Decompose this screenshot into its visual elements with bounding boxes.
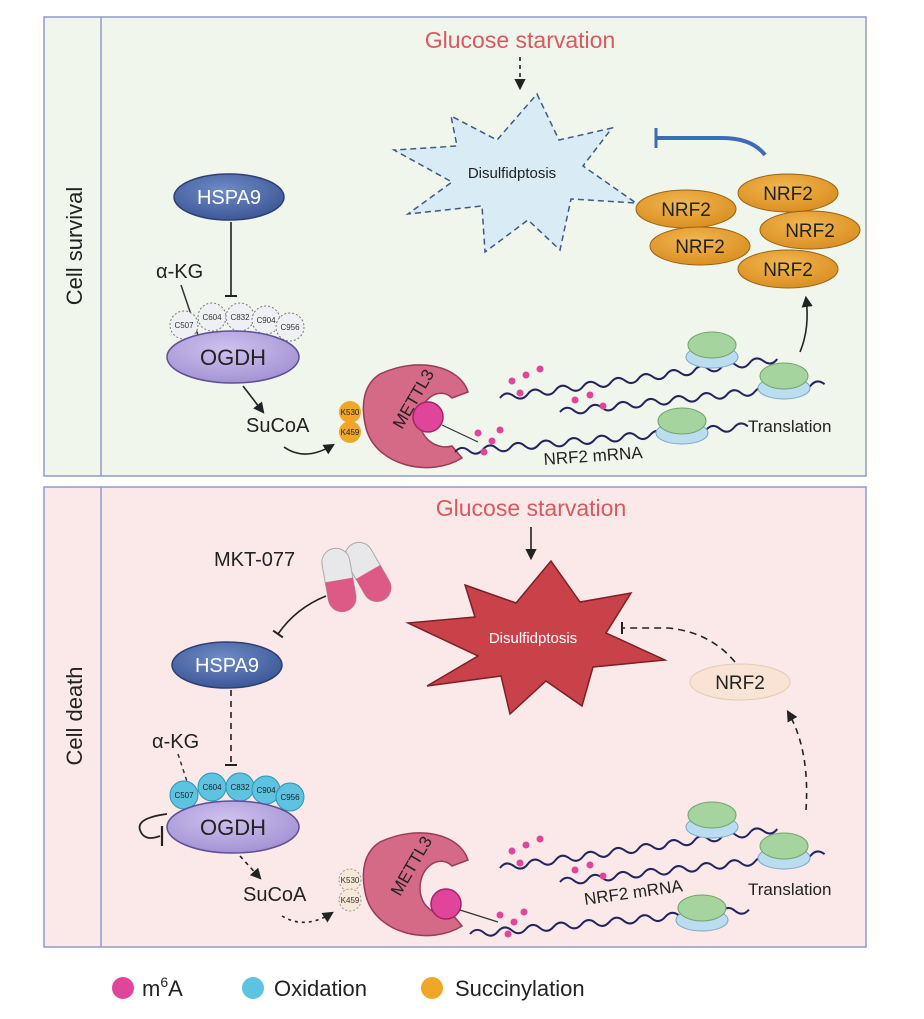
nrf2-label-4: NRF2 [675,237,725,258]
cysteine-sites-top: C507 C604 C832 C904 C956 [169,302,305,342]
nrf2-label-1: NRF2 [661,200,711,221]
ogdh-to-sucoa-top [242,385,265,414]
legend-m6a-label: m6A [142,974,183,1001]
nrf2-inhibit-dashed [621,622,736,663]
nrf2-cluster: NRF2 NRF2 NRF2 NRF2 NRF2 [635,173,861,289]
m6a-reader-top [412,401,444,433]
disulfidptosis-label-top: Disulfidptosis [468,165,556,182]
legend-oxidation-label: Oxidation [274,976,367,1001]
site-c507-top: C507 [174,321,194,330]
drug-inhibits-hspa9 [272,595,327,639]
translation-label-bottom: Translation [748,880,831,899]
sucoa-label-top: SuCoA [246,415,310,437]
nrf2-label-2: NRF2 [763,184,813,205]
death-panel-bg [43,486,867,948]
ogdh-node-top [166,330,300,384]
akg-label-top: α-KG [156,261,203,283]
ogdh-self-inhibit [138,813,168,839]
hspa9-label-top: HSPA9 [197,187,261,209]
akg-label-bottom: α-KG [152,731,199,753]
site-c904-top: C904 [256,316,276,325]
ogdh-to-sucoa-bottom [239,855,262,880]
cell-survival-panel: Cell survival Glucose starvation Disulfi… [43,16,867,477]
nrf2-inhibition-line [654,128,767,157]
nrf2-label-5: NRF2 [763,260,813,281]
ogdh-label-top: OGDH [200,345,266,370]
site-c956-bottom: C956 [280,793,300,802]
sucoa-label-bottom: SuCoA [243,884,307,906]
legend: m6A Oxidation Succinylation [112,974,585,1001]
ribosomes-bottom [675,801,811,932]
side-label-survival: Cell survival [62,187,87,306]
nrf2-label-3: NRF2 [785,221,835,242]
side-label-death: Cell death [62,666,87,765]
translation-arrow-bottom [786,710,808,811]
legend-m6a-swatch [112,977,134,999]
legend-oxidation-swatch [242,977,264,999]
site-c507-bottom: C507 [174,791,194,800]
lysine-sites-top: K530 K459 [339,401,361,443]
mkt077-pills [321,541,392,613]
drug-label: MKT-077 [214,549,295,571]
stimulus-label-top: Glucose starvation [425,27,615,53]
m6a-marks-top [474,365,607,456]
ogdh-node-bottom [166,800,300,854]
cell-death-panel: Cell death Glucose starvation Disulfidpt… [43,486,867,948]
site-c832-bottom: C832 [230,783,250,792]
hspa9-label-bottom: HSPA9 [195,655,259,677]
hspa9-node-bottom [171,641,283,689]
translation-label-top: Translation [748,417,831,436]
cysteine-sites-bottom: C507 C604 C832 C904 C956 [169,772,305,812]
disulfidptosis-star-top [391,92,639,254]
ogdh-label-bottom: OGDH [200,815,266,840]
stimulus-label-bottom: Glucose starvation [436,495,626,521]
hspa9-node-top [173,173,285,221]
lysine-sites-bottom: K530 K459 [338,868,362,912]
site-c832-top: C832 [230,313,250,322]
lysine-k459-bottom: K459 [341,896,360,905]
ribosomes-top [655,331,811,445]
site-c956-top: C956 [280,323,300,332]
m6a-marks-bottom [496,835,607,938]
legend-succinylation-label: Succinylation [455,976,585,1001]
disulfidptosis-label-bottom: Disulfidptosis [489,630,577,647]
site-c604-bottom: C604 [202,783,222,792]
m6a-unbound-bottom [430,888,462,920]
lysine-k530-top: K530 [341,408,360,417]
nrf2-node-bottom [689,663,791,701]
sucoa-to-mettl3-top [283,443,335,455]
legend-succinylation-swatch [421,977,443,999]
translation-arrow-top [799,295,813,353]
site-c904-bottom: C904 [256,786,276,795]
lysine-k459-top: K459 [341,428,360,437]
site-c604-top: C604 [202,313,222,322]
disulfidptosis-star-bottom [405,559,668,716]
nrf2-label-bottom: NRF2 [715,673,765,694]
lysine-k530-bottom: K530 [341,876,360,885]
